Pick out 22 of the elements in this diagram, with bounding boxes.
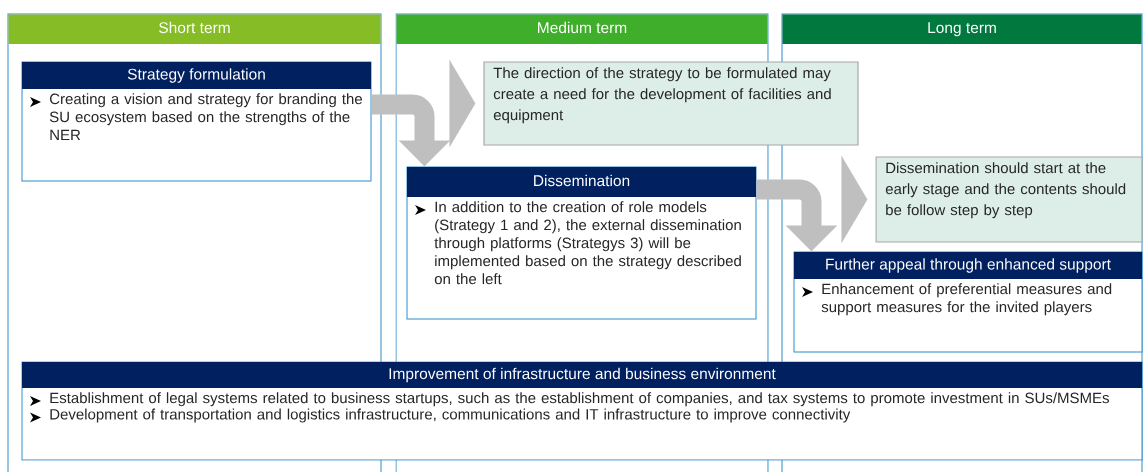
bullet-text: In addition to the creation of role models (Strategy 1 and 2), the external dissemination through platforms (Strategys 3) will be implemented based on the strategy described on the left xyxy=(434,201,741,285)
note-text: Dissemination should start at the early stage and the contents should be follow step by step xyxy=(885,162,1126,219)
box-heading: Improvement of infrastructure and business environment xyxy=(389,367,776,383)
note-box xyxy=(875,156,1143,243)
titled-box xyxy=(406,166,757,320)
bullet-text: Development of transportation and logistics infrastructure, communications and IT infrastructure to improve connectivity xyxy=(50,408,851,423)
box-heading: Strategy formulation xyxy=(127,68,265,83)
column-heading: Medium term xyxy=(538,21,627,34)
box-heading: Dissemination xyxy=(534,174,630,187)
titled-box xyxy=(21,361,1143,461)
titled-box xyxy=(21,61,372,182)
chevron-arrow xyxy=(841,155,868,244)
column-heading: Long term xyxy=(928,22,996,37)
column-heading: Short term xyxy=(159,21,230,34)
box-heading: Further appeal through enhanced support xyxy=(826,258,1111,273)
bullet-text: Creating a vision and strategy for branding the SU ecosystem based on the strengths of the NER xyxy=(49,93,362,141)
chevron-arrow xyxy=(449,59,476,148)
note-box xyxy=(483,61,859,146)
bullet-text: Establishment of legal systems related to business startups, such as the establishment of companies, and tax systems to promote investment in SUs/MSMEs xyxy=(50,392,1109,407)
titled-box xyxy=(793,251,1143,353)
note-text: The direction of the strategy to be formulated may create a need for the development of facilities and equipment xyxy=(493,67,831,124)
bullet-text: Enhancement of preferential measures and support measures for the invited players xyxy=(821,283,1112,316)
